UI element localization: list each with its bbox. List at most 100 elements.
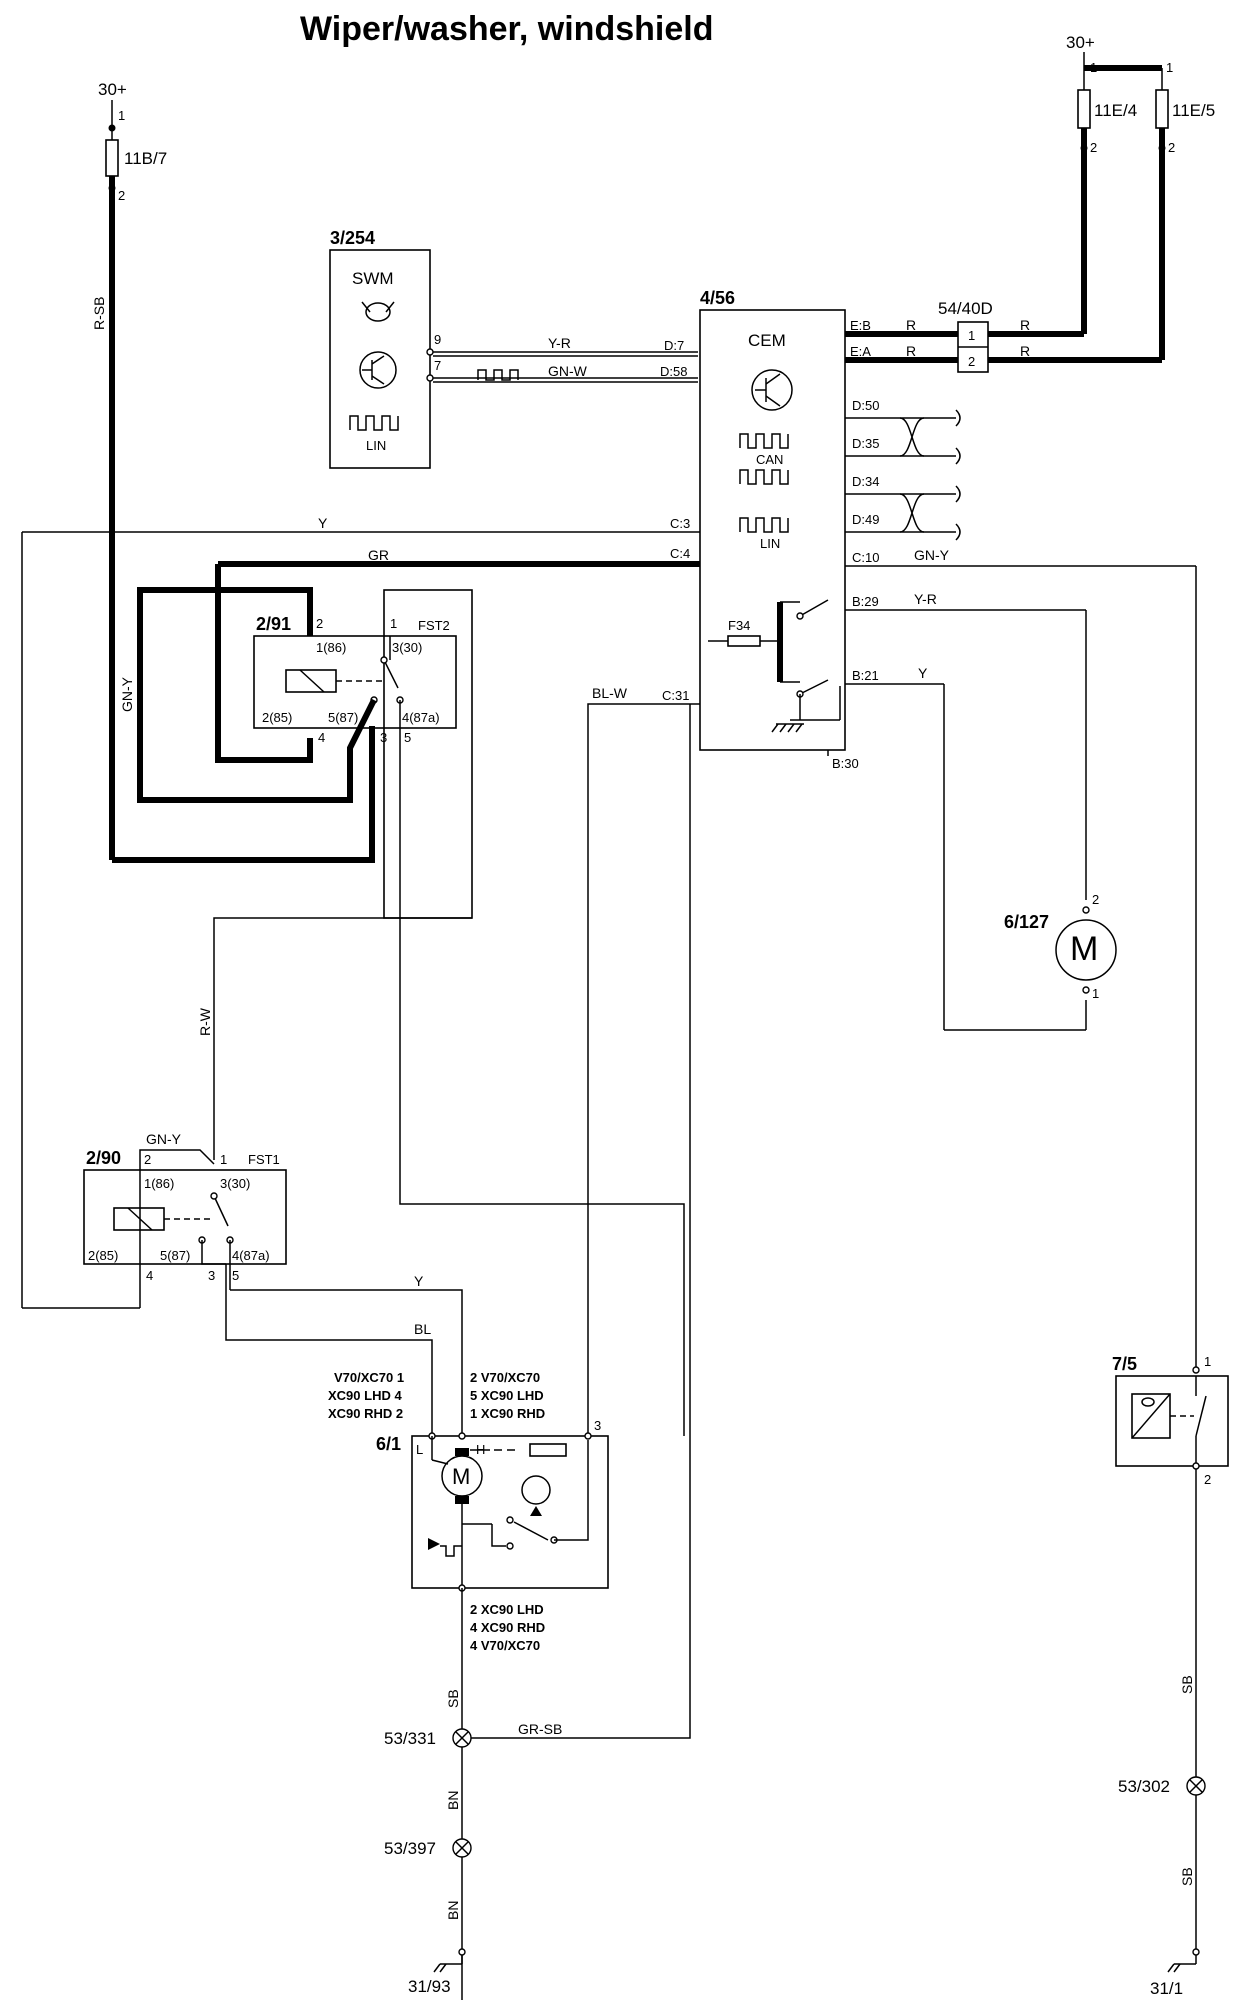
ground-icon <box>771 723 804 733</box>
svg-text:Y: Y <box>918 665 928 681</box>
steering-wheel-icon <box>361 301 395 322</box>
supply-right-label: 30+ <box>1066 33 1095 52</box>
svg-text:D:7: D:7 <box>664 338 684 353</box>
svg-text:B:29: B:29 <box>852 594 879 609</box>
svg-text:C:10: C:10 <box>852 550 879 565</box>
ground-53-302-label: 53/302 <box>1118 1777 1170 1796</box>
svg-text:1: 1 <box>220 1152 227 1167</box>
ground-53-397: 53/397 <box>384 1838 472 1858</box>
supply-left-label: 30+ <box>98 80 127 99</box>
svg-text:B:21: B:21 <box>852 668 879 683</box>
svg-text:1(86): 1(86) <box>316 640 346 655</box>
ground-31-1-label: 31/1 <box>1150 1979 1183 1998</box>
svg-text:1: 1 <box>390 616 397 631</box>
svg-text:4(87a): 4(87a) <box>232 1248 270 1263</box>
svg-text:Y-R: Y-R <box>548 335 571 351</box>
wiper-motor-id: 6/1 <box>376 1434 401 1454</box>
cem-left-pins: C:3 C:4 C:31 BL-W <box>592 516 690 703</box>
transistor-icon <box>751 369 793 411</box>
connector-54-40d-label: 54/40D <box>938 299 993 318</box>
svg-text:B:30: B:30 <box>832 756 859 771</box>
washer-pump: 6/127 2 M 1 <box>1004 892 1117 1001</box>
swm-id: 3/254 <box>330 228 375 248</box>
svg-text:Y-R: Y-R <box>914 591 937 607</box>
svg-text:2 XC90 LHD: 2 XC90 LHD <box>470 1602 544 1617</box>
relay-fst1-name: FST1 <box>248 1152 280 1167</box>
svg-text:3: 3 <box>594 1418 601 1433</box>
svg-text:BL-W: BL-W <box>592 685 628 701</box>
swm-module: 3/254 SWM LIN 9 7 <box>329 228 441 469</box>
motor-icon: M <box>1070 930 1098 968</box>
svg-text:GR-SB: GR-SB <box>518 1721 562 1737</box>
diagram-title: Wiper/washer, windshield <box>300 10 713 48</box>
can-signal-icon <box>739 469 789 485</box>
svg-text:7: 7 <box>434 358 441 373</box>
svg-text:Y: Y <box>414 1273 424 1289</box>
fuse-f34-label: F34 <box>728 618 750 633</box>
svg-text:D:49: D:49 <box>852 512 879 527</box>
fuse-f34 <box>727 635 761 647</box>
fuse-11e5 <box>1155 89 1169 129</box>
svg-text:GN-Y: GN-Y <box>119 676 135 712</box>
svg-text:BN: BN <box>445 1901 461 1920</box>
svg-text:BN: BN <box>445 1791 461 1810</box>
hood-switch: 7/5 1 2 <box>1112 1354 1229 1487</box>
svg-text:3: 3 <box>380 730 387 745</box>
svg-text:R: R <box>1020 317 1030 333</box>
ground-53-331-label: 53/331 <box>384 1729 436 1748</box>
washer-pump-id: 6/127 <box>1004 912 1049 932</box>
transistor-icon <box>359 351 397 389</box>
svg-text:SB: SB <box>445 1689 461 1708</box>
svg-text:SB: SB <box>1179 1675 1195 1694</box>
ground-53-397-label: 53/397 <box>384 1839 436 1858</box>
svg-text:4: 4 <box>146 1268 153 1283</box>
svg-text:GN-W: GN-W <box>548 363 588 379</box>
svg-text:M: M <box>452 1464 470 1489</box>
lin-signal-icon <box>349 415 399 431</box>
relay-fst1: 2/90 2 1 FST1 GN-Y 1(86) 3(30) 2(85) 5(8… <box>83 1131 287 1283</box>
ground-53-331: 53/331 <box>384 1728 472 1748</box>
svg-text:1: 1 <box>1092 986 1099 1001</box>
svg-text:4: 4 <box>318 730 325 745</box>
cam-switch-icon <box>521 1475 551 1516</box>
ground-31-93-label: 31/93 <box>408 1977 451 1996</box>
svg-text:1: 1 <box>1166 60 1173 75</box>
svg-text:4 XC90 RHD: 4 XC90 RHD <box>470 1620 545 1635</box>
svg-text:1: 1 <box>1090 60 1097 75</box>
svg-text:2: 2 <box>316 616 323 631</box>
svg-text:1(86): 1(86) <box>144 1176 174 1191</box>
hood-switch-id: 7/5 <box>1112 1354 1137 1374</box>
svg-text:2: 2 <box>1090 140 1097 155</box>
supply-right: 30+ 1 1 11E/4 11E/5 2 2 R R <box>988 33 1215 363</box>
svg-text:3(30): 3(30) <box>392 640 422 655</box>
svg-text:2: 2 <box>144 1152 151 1167</box>
relay-fst2: 2/91 FST2 2 1 1(86) 3(30) 2(85) 5(87) 4(… <box>253 589 473 919</box>
svg-text:R-W: R-W <box>197 1007 213 1036</box>
fuse-11e5-label: 11E/5 <box>1172 101 1215 120</box>
supply-left: 30+ 1 11B/7 2 R-SB <box>91 80 167 860</box>
svg-text:2: 2 <box>1204 1472 1211 1487</box>
fuse-11b7-label: 11B/7 <box>124 149 167 168</box>
svg-text:5(87): 5(87) <box>328 710 358 725</box>
svg-text:C:3: C:3 <box>670 516 690 531</box>
relay-fst2-id: 2/91 <box>256 614 291 634</box>
svg-text:D:34: D:34 <box>852 474 879 489</box>
park-position-icon <box>428 1538 462 1557</box>
fuse-11e4-label: 11E/4 <box>1094 101 1137 120</box>
wire-label-r-sb: R-SB <box>91 297 107 330</box>
svg-text:4 V70/XC70: 4 V70/XC70 <box>470 1638 540 1653</box>
svg-text:2(85): 2(85) <box>88 1248 118 1263</box>
svg-text:D:58: D:58 <box>660 364 687 379</box>
svg-text:2: 2 <box>1092 892 1099 907</box>
svg-text:LIN: LIN <box>760 536 780 551</box>
swm-bus: LIN <box>366 438 386 453</box>
svg-text:1: 1 <box>118 108 125 123</box>
svg-text:GN-Y: GN-Y <box>146 1131 182 1147</box>
svg-text:3: 3 <box>208 1268 215 1283</box>
swm-name: SWM <box>352 269 394 288</box>
svg-text:2: 2 <box>1168 140 1175 155</box>
svg-text:R: R <box>1020 343 1030 359</box>
svg-text:XC90 RHD 2: XC90 RHD 2 <box>328 1406 403 1421</box>
cem-name: CEM <box>748 331 786 350</box>
